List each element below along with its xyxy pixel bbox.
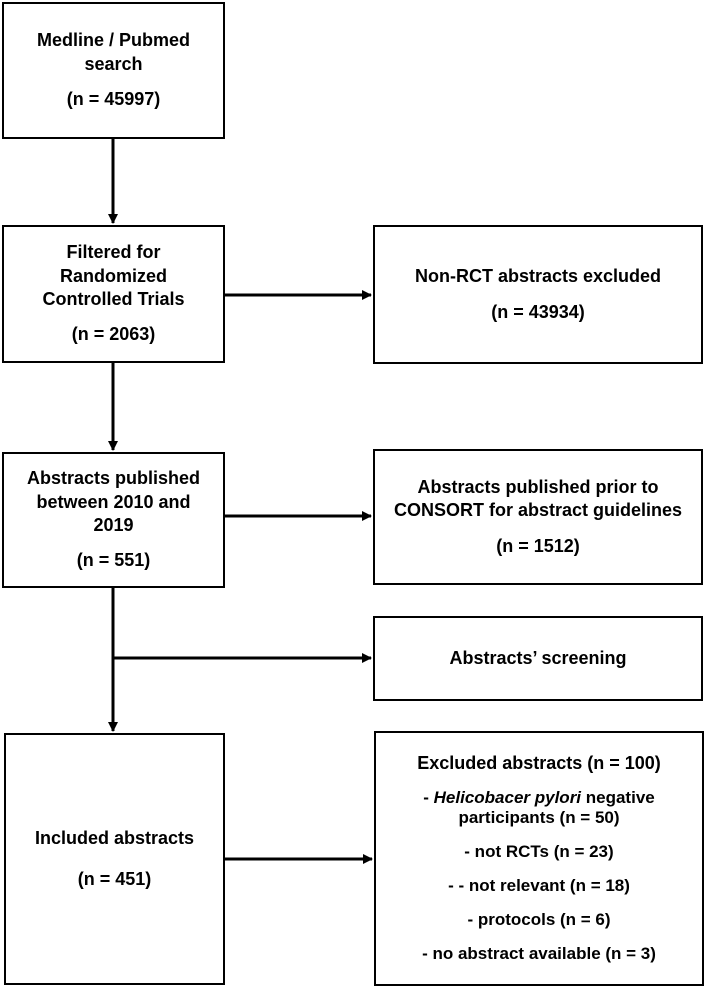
- excluded-item-no-abstract: - no abstract available (n = 3): [422, 944, 656, 964]
- rct-filter-box: Filtered for Randomized Controlled Trial…: [2, 225, 225, 363]
- item-prefix: -: [423, 787, 434, 807]
- prior-consort-box: Abstracts published prior to CONSORT for…: [373, 449, 703, 585]
- excluded-item-not-relevant: - - not relevant (n = 18): [448, 876, 630, 896]
- box-count: (n = 551): [76, 550, 151, 571]
- item-italic-term: Helicobacer pylori: [433, 787, 582, 807]
- box-count: (n = 45997): [66, 89, 161, 110]
- box-label: Abstracts published prior to: [417, 476, 659, 497]
- item-text: negative: [581, 787, 655, 807]
- excluded-item-not-rcts: - not RCTs (n = 23): [464, 842, 614, 862]
- box-label: Filtered for: [66, 242, 161, 263]
- box-label: CONSORT for abstract guidelines: [393, 500, 683, 521]
- included-abstracts-box: Included abstracts (n = 451): [4, 733, 225, 985]
- non-rct-excluded-box: Non-RCT abstracts excluded (n = 43934): [373, 225, 703, 364]
- box-label: 2019: [93, 515, 134, 535]
- box-label: Non-RCT abstracts excluded: [414, 266, 662, 287]
- box-label: Controlled Trials: [42, 289, 185, 309]
- box-label: Included abstracts: [34, 827, 195, 848]
- medline-search-box: Medline / Pubmed search (n = 45997): [2, 2, 225, 139]
- item-text-line2: participants (n = 50): [458, 808, 620, 828]
- box-count: (n = 43934): [491, 301, 585, 322]
- box-count: (n = 2063): [71, 324, 156, 345]
- excluded-abstracts-box: Excluded abstracts (n = 100) - Helicobac…: [374, 731, 704, 986]
- excluded-item-protocols: - protocols (n = 6): [467, 910, 611, 930]
- box-label: Abstracts’ screening: [449, 647, 627, 668]
- box-count: (n = 451): [77, 869, 152, 889]
- box-label: Abstracts published: [26, 468, 201, 489]
- box-count: (n = 1512): [496, 535, 580, 556]
- box-label: search: [84, 53, 143, 74]
- box-label: Medline / Pubmed: [36, 30, 191, 51]
- box-label: Randomized: [59, 265, 167, 286]
- years-filter-box: Abstracts published between 2010 and 201…: [2, 452, 225, 588]
- box-label: between 2010 and: [36, 491, 191, 512]
- excluded-title: Excluded abstracts (n = 100): [417, 752, 661, 773]
- screening-box: Abstracts’ screening: [373, 616, 703, 701]
